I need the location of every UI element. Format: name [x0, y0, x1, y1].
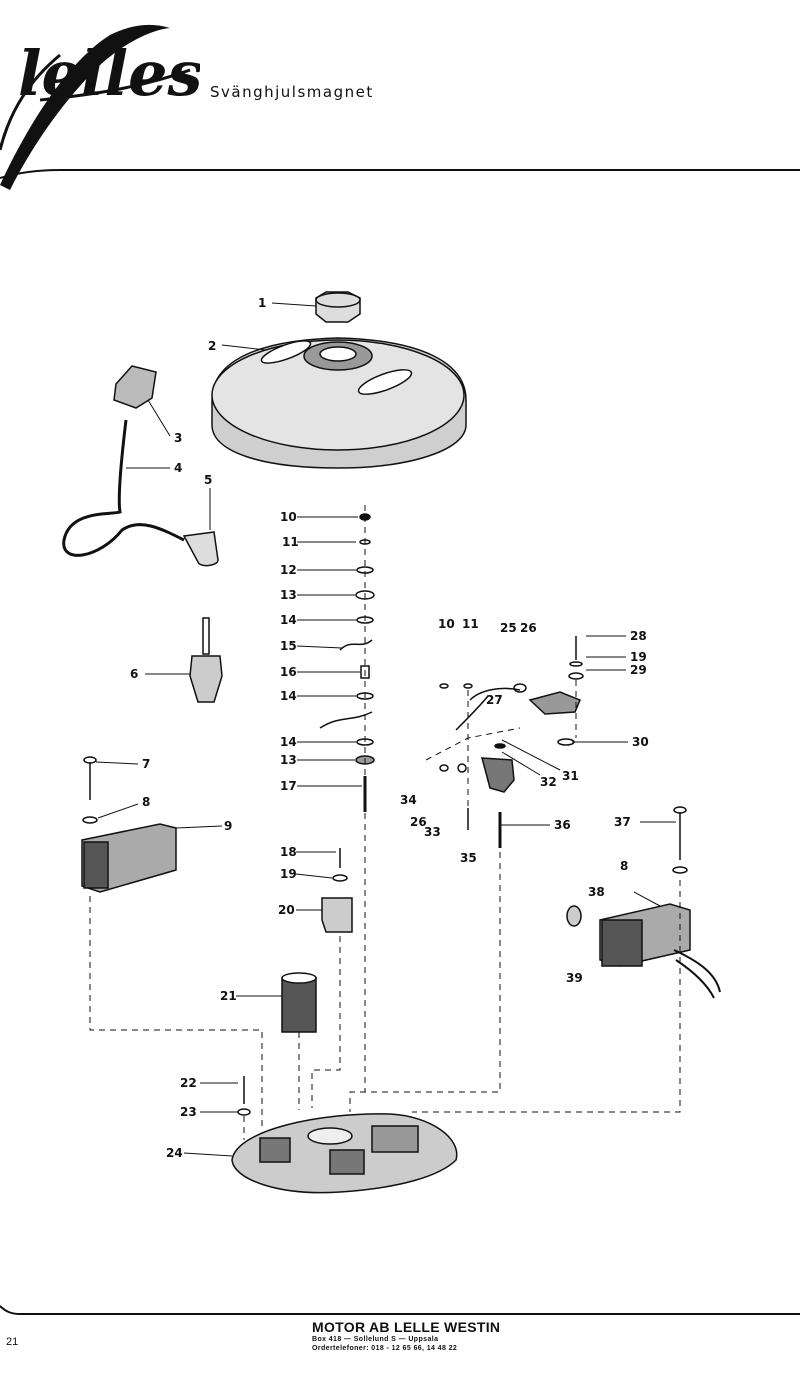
callout-26-upper: 26	[520, 621, 537, 635]
callout-19-breaker: 19	[630, 650, 647, 664]
callout-23: 23	[180, 1105, 197, 1119]
page-subtitle: Svänghjulsmagnet	[210, 83, 374, 101]
callout-13-lower: 13	[280, 753, 297, 767]
callout-37: 37	[614, 815, 631, 829]
callout-12: 12	[280, 563, 297, 577]
callout-10-breaker: 10	[438, 617, 455, 631]
header-rule	[0, 169, 800, 179]
publisher-name: MOTOR AB LELLE WESTIN	[312, 1319, 501, 1335]
callout-28: 28	[630, 629, 647, 643]
callout-14-upper: 14	[280, 613, 297, 627]
footer-rule	[0, 1305, 800, 1315]
callout-38: 38	[588, 885, 605, 899]
callout-14-middle: 14	[280, 689, 297, 703]
publisher-block: MOTOR AB LELLE WESTIN Box 418 — Sollelun…	[312, 1320, 500, 1352]
publisher-address: Box 418 — Sollelund S — Uppsala	[312, 1336, 439, 1343]
callout-6: 6	[130, 667, 138, 681]
callout-33: 33	[424, 825, 441, 839]
callout-4: 4	[174, 461, 182, 475]
publisher-phones: Ordertelefoner: 018 - 12 65 66, 14 48 22	[312, 1345, 458, 1352]
callout-24: 24	[166, 1146, 183, 1160]
callout-8-left: 8	[142, 795, 150, 809]
callout-10-stack: 10	[280, 510, 297, 524]
callout-36: 36	[554, 818, 571, 832]
callout-13-upper: 13	[280, 588, 297, 602]
callout-3: 3	[174, 431, 182, 445]
callout-21: 21	[220, 989, 237, 1003]
callout-17: 17	[280, 779, 297, 793]
callout-39: 39	[566, 971, 583, 985]
callout-20: 20	[278, 903, 295, 917]
callout-2: 2	[208, 339, 216, 353]
callout-31: 31	[562, 769, 579, 783]
callout-11-stack: 11	[282, 535, 299, 549]
callout-26-lower: 26	[410, 815, 427, 829]
callout-9: 9	[224, 819, 232, 833]
callout-1: 1	[258, 296, 266, 310]
callout-29: 29	[630, 663, 647, 677]
callout-35: 35	[460, 851, 477, 865]
callout-34: 34	[400, 793, 417, 807]
callout-15: 15	[280, 639, 297, 653]
callout-16: 16	[280, 665, 297, 679]
callout-5: 5	[204, 473, 212, 487]
callout-19-center: 19	[280, 867, 297, 881]
page-number: 21	[6, 1336, 19, 1348]
callout-18: 18	[280, 845, 297, 859]
callout-11-breaker: 11	[462, 617, 479, 631]
callout-30: 30	[632, 735, 649, 749]
callout-14-lower: 14	[280, 735, 297, 749]
callout-32: 32	[540, 775, 557, 789]
callout-27: 27	[486, 693, 503, 707]
callout-7: 7	[142, 757, 150, 771]
callout-22: 22	[180, 1076, 197, 1090]
callout-8-right: 8	[620, 859, 628, 873]
callout-25: 25	[500, 621, 517, 635]
